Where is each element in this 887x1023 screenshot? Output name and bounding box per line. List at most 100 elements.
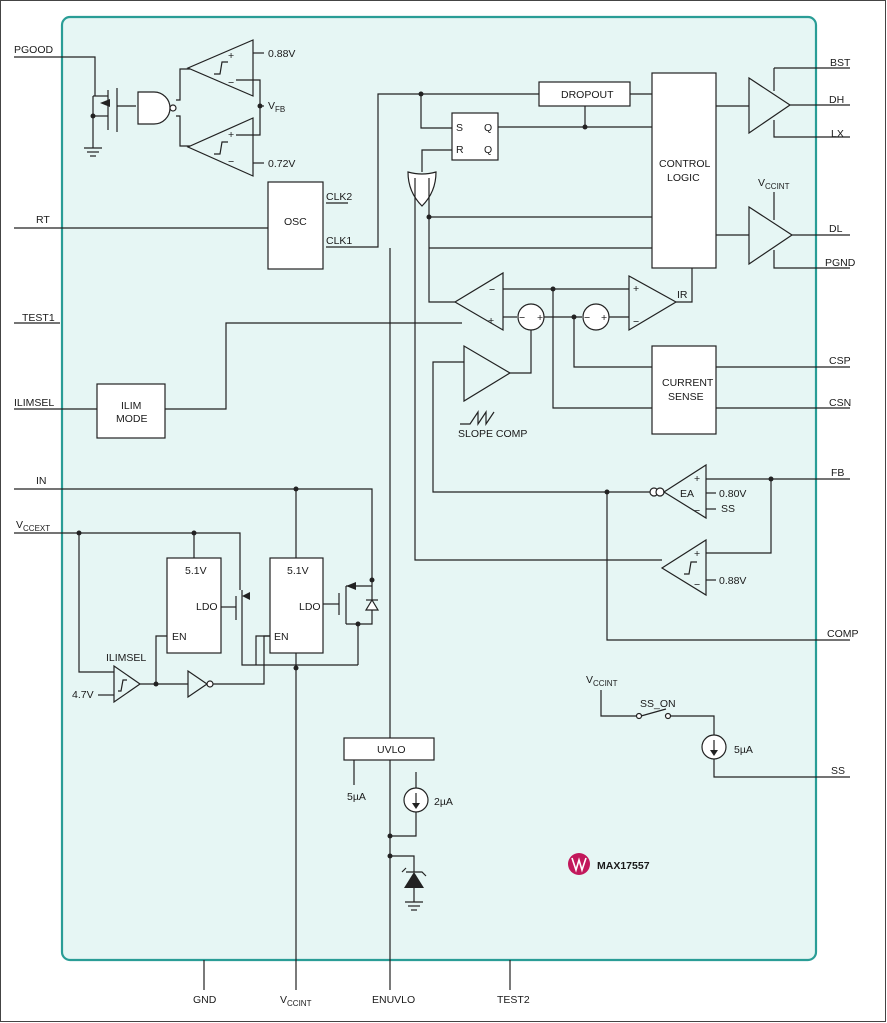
ilim-section: TEST1 ILIM MODE ILIMSEL (14, 312, 462, 439)
plus-sign: + (601, 312, 607, 324)
ldo1-block (166, 557, 222, 654)
minus-sign: − (519, 312, 525, 324)
en1-label: EN (172, 631, 187, 643)
ref-47-label: 4.7V (72, 689, 94, 701)
plus-sign: + (633, 283, 639, 295)
plus-sign: + (537, 312, 543, 324)
minus-sign: − (228, 77, 234, 89)
pin-csn: CSN (829, 397, 851, 409)
slope-comp-label: SLOPE COMP (458, 428, 527, 440)
pgood-low-comparator (186, 117, 254, 177)
maxim-logo: MAX17557 (568, 853, 650, 875)
bottom-pins: GND VCCINT ENUVLO TEST2 (193, 960, 530, 1008)
current-sense-block (651, 345, 717, 435)
minus-sign: − (584, 312, 590, 324)
pin-csp: CSP (829, 355, 851, 367)
control-label-1: CONTROL (659, 158, 710, 170)
clk2-label: CLK2 (326, 191, 352, 203)
pgood-section: + − + − 0.88V VFB 0.72V (14, 39, 295, 177)
ss-on-label: SS_ON (640, 698, 676, 710)
part-number: MAX17557 (597, 860, 650, 872)
pin-test2: TEST2 (497, 994, 530, 1006)
inverter (187, 669, 209, 699)
sr-latch (451, 112, 499, 161)
pin-vccext: VCCEXT (16, 519, 50, 533)
pin-dh: DH (829, 94, 844, 106)
pin-pgood: PGOOD (14, 44, 54, 56)
nand-gate (137, 91, 171, 125)
ir-label: IR (677, 289, 688, 301)
current-loop-section: − + + − IR − + − + SLOPE COMP CURRENT SE… (432, 268, 851, 493)
oscillator-section: OSC CLK2 CLK1 (14, 93, 540, 270)
pin-fb: FB (831, 467, 844, 479)
pin-dl: DL (829, 223, 843, 235)
uvlo-section: UVLO 5µA 2µA (343, 248, 453, 990)
minus-sign: − (228, 156, 234, 168)
ldo2-label: LDO (299, 601, 321, 613)
ea-label: EA (680, 488, 694, 500)
plus-sign: + (488, 315, 494, 327)
current-label-1: CURRENT (662, 377, 714, 389)
pin-enuvlo: ENUVLO (372, 994, 415, 1006)
pin-vccint: VCCINT (280, 994, 312, 1008)
src-2ua-label: 2µA (434, 796, 453, 808)
slope-comp-amp (463, 344, 512, 403)
osc-label: OSC (284, 216, 307, 228)
ldo2-voltage: 5.1V (287, 565, 309, 577)
dropout-label: DROPOUT (561, 89, 614, 101)
sr-r-label: R (456, 144, 464, 156)
ovp-comparator (660, 538, 707, 597)
ref-088b-label: 0.88V (719, 575, 746, 587)
ilimsel-comp-label: ILIMSEL (106, 652, 146, 664)
control-section: DROPOUT S R Q Q CONTROL LOGIC (407, 72, 717, 561)
pwm-comparator (453, 271, 504, 332)
minus-sign: − (694, 579, 700, 591)
vccint-driver-label: VCCINT (758, 177, 790, 191)
sr-qbar-label: Q (484, 144, 492, 156)
pin-test1: TEST1 (22, 312, 55, 324)
ldo1-label: LDO (196, 601, 218, 613)
sr-s-label: S (456, 122, 463, 134)
soft-start-section: VCCINT SS_ON 5µA SS (586, 674, 850, 778)
plus-sign: + (228, 50, 234, 62)
plus-sign: + (694, 473, 700, 485)
ref-072-label: 0.72V (268, 158, 295, 170)
ss-ea-label: SS (721, 503, 735, 515)
minus-sign: − (489, 284, 495, 296)
pin-lx: LX (831, 128, 844, 140)
control-label-2: LOGIC (667, 172, 700, 184)
maxim-logo-icon (568, 853, 590, 875)
uvlo-block (343, 737, 435, 761)
vfb-label: VFB (268, 100, 285, 114)
osc-block (267, 181, 324, 270)
current-label-2: SENSE (668, 391, 704, 403)
ldo-section: IN VCCEXT 5.1V LDO EN 5.1V LDO EN (14, 475, 380, 990)
ldo1-voltage: 5.1V (185, 565, 207, 577)
pin-in: IN (36, 475, 47, 487)
src-5ua-label: 5µA (734, 744, 753, 756)
uvlo-5ua-label: 5µA (347, 791, 366, 803)
pin-comp: COMP (827, 628, 859, 640)
clk1-label: CLK1 (326, 235, 352, 247)
pin-bst: BST (830, 57, 851, 69)
driver-section: BST DH LX DL PGND VCCINT (716, 57, 856, 269)
ilimsel-comparator (113, 664, 142, 704)
pin-ss: SS (831, 765, 845, 777)
vccint-ss-label: VCCINT (586, 674, 618, 688)
error-amplifier (662, 463, 707, 520)
error-amp-section: EA + − 0.80V SS FB + − 0.88V COMP (604, 463, 859, 641)
pin-ilimsel: ILIMSEL (14, 397, 54, 409)
uvlo-label: UVLO (377, 744, 406, 756)
ilim-mode-block (96, 383, 166, 439)
pin-pgnd: PGND (825, 257, 856, 269)
pin-rt: RT (36, 214, 50, 226)
pin-gnd: GND (193, 994, 217, 1006)
sr-q-label: Q (484, 122, 492, 134)
ref-088-label: 0.88V (268, 48, 295, 60)
ilim-label-1: ILIM (121, 400, 141, 412)
ir-comparator (628, 274, 678, 332)
en2-label: EN (274, 631, 289, 643)
plus-sign: + (694, 548, 700, 560)
minus-sign: − (633, 316, 639, 328)
